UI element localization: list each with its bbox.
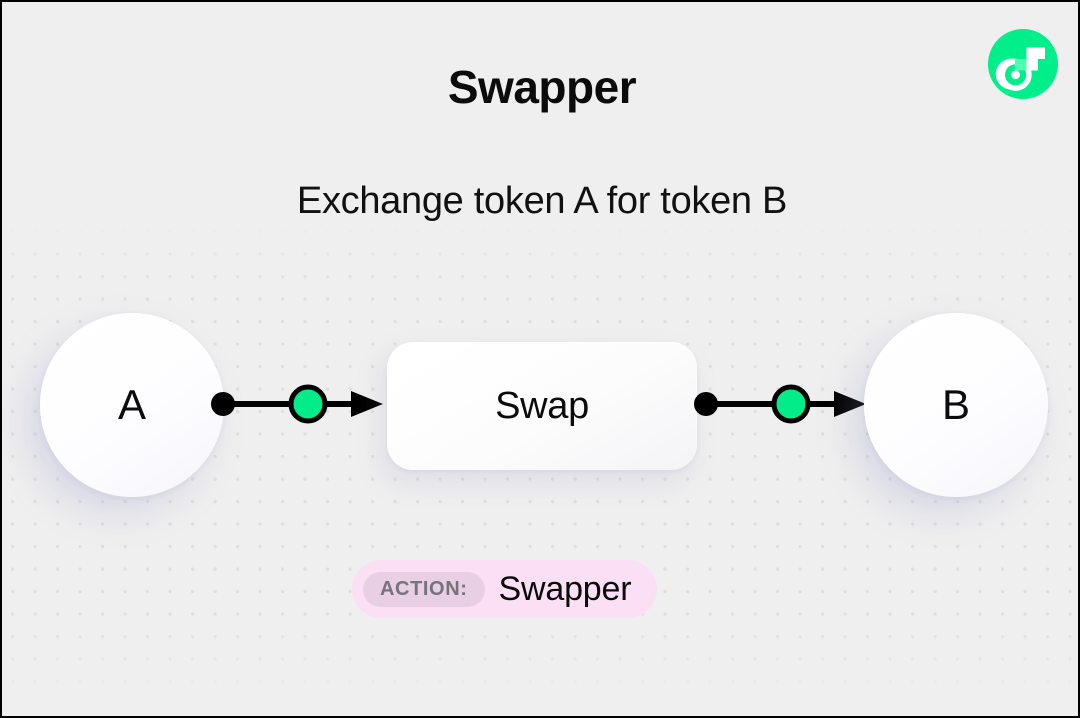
connector-green-marker <box>771 384 811 424</box>
action-badge-value: Swapper <box>498 569 632 608</box>
connector-green-marker <box>288 384 328 424</box>
swap-process-node[interactable]: Swap <box>387 342 697 470</box>
action-badge: ACTION: Swapper <box>352 560 658 618</box>
connector-source-dot <box>211 392 235 416</box>
page-title: Swapper <box>447 61 637 113</box>
token-node-b-label: B <box>941 381 970 428</box>
connector-swap-to-b <box>690 380 866 428</box>
token-node-a-label: A <box>117 381 146 428</box>
token-node-a[interactable]: A <box>40 313 224 497</box>
page-subtitle: Exchange token A for token B <box>296 180 788 222</box>
flow-logo-icon <box>988 29 1058 99</box>
arrow-head-icon <box>351 391 383 417</box>
arrow-head-icon <box>834 391 866 417</box>
action-badge-key: ACTION: <box>363 571 485 607</box>
swap-process-node-label: Swap <box>495 384 589 427</box>
connector-source-dot <box>694 392 718 416</box>
token-node-b[interactable]: B <box>864 313 1048 497</box>
connector-a-to-swap <box>207 380 383 428</box>
